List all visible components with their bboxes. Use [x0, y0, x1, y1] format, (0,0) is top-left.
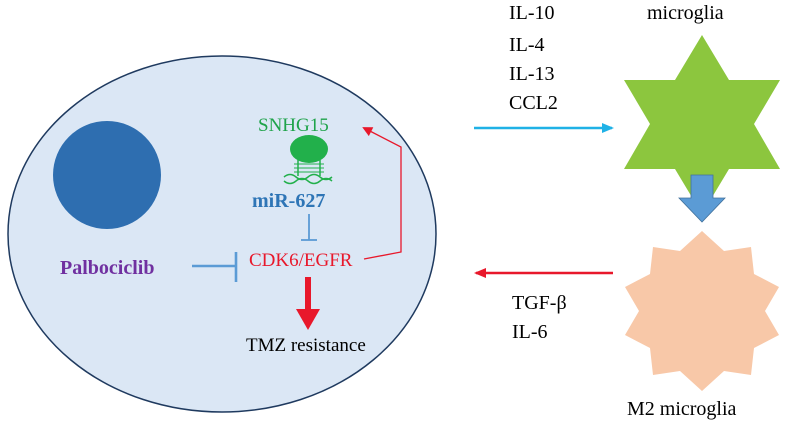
lncrna-mirna-binding-icon	[283, 135, 333, 185]
m2-microglia-label: M2 microglia	[627, 398, 737, 420]
palbociclib-inhibition-arrow	[192, 252, 238, 282]
cytokine-ccl2: CCL2	[509, 92, 558, 114]
cdk6-egfr-label: CDK6/EGFR	[249, 250, 353, 271]
cytokine-il10: IL-10	[509, 2, 555, 24]
mir-inhibition-arrow	[301, 214, 317, 241]
cytokine-il13: IL-13	[509, 63, 555, 85]
cytokine-il4: IL-4	[509, 34, 545, 56]
polarization-arrow	[678, 174, 726, 223]
snhg15-label: SNHG15	[258, 115, 329, 136]
microglia-star-icon	[624, 35, 780, 214]
cytokine-tgfb: TGF-β	[512, 292, 567, 314]
tmz-resistance-label: TMZ resistance	[246, 335, 366, 356]
mir627-label: miR-627	[252, 190, 325, 212]
feedback-arrow	[362, 127, 402, 260]
palbociclib-label: Palbociclib	[60, 257, 154, 279]
nucleus	[53, 121, 161, 229]
microglia-label: microglia	[647, 2, 724, 24]
m2-microglia-shape	[625, 231, 779, 391]
cell-body	[7, 55, 437, 413]
resistance-arrow	[296, 277, 320, 330]
cytokine-il6: IL-6	[512, 321, 548, 343]
